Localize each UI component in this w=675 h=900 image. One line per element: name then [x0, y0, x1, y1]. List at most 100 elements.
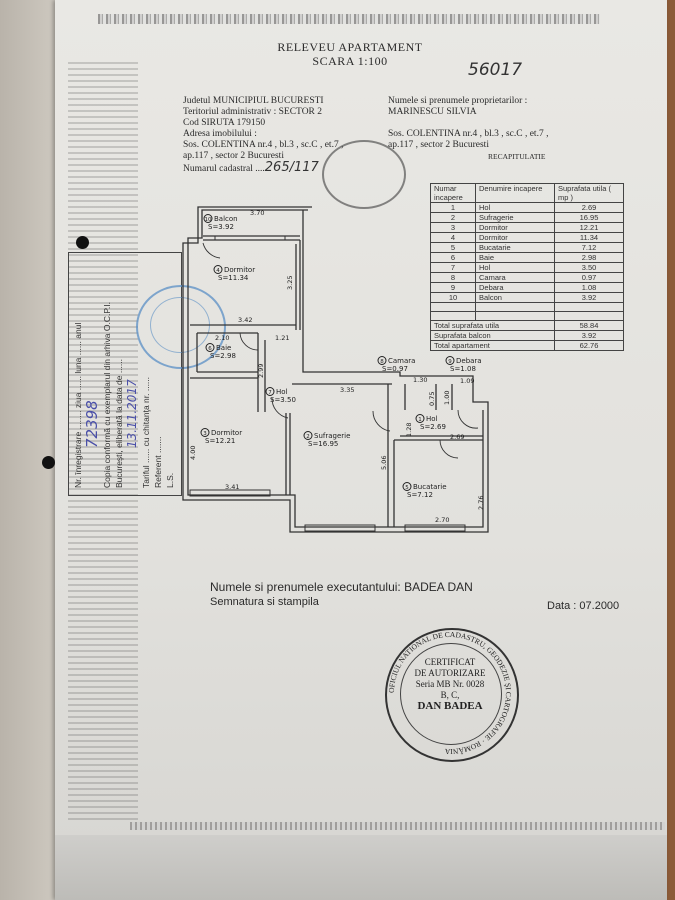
punch-hole — [76, 236, 89, 249]
page-bottom-shadow — [55, 835, 667, 900]
room-name: Baie — [216, 344, 231, 352]
adresa-label: Adresa imobilului : — [183, 129, 257, 139]
total-value: 62.76 — [554, 340, 624, 351]
room-area: S=2.98 — [210, 352, 236, 360]
adresa-line: ap.117 , sector 2 Bucuresti — [183, 151, 284, 161]
room-name: Dormitor — [211, 429, 242, 437]
room-number-circle — [415, 414, 425, 423]
room-area: S=1.08 — [450, 365, 476, 373]
room-name: Hol — [276, 388, 288, 396]
seal-ring: OFICIUL NATIONAL DE CADASTRU, GEODEZIE Ş… — [387, 630, 513, 756]
dimension: 2.99 — [257, 364, 265, 378]
dimension: 2.76 — [477, 496, 485, 510]
siruta-text: Cod SIRUTA 179150 — [183, 118, 266, 128]
room-area: S=0.97 — [382, 365, 408, 373]
door-arc — [372, 410, 391, 432]
seal-text: CERTIFICAT DE AUTORIZARE Seria MB Nr. 00… — [390, 657, 510, 712]
dimension: 3.41 — [225, 483, 239, 491]
doors — [202, 242, 479, 459]
info-right: Numele si prenumele proprietarilor : MAR… — [388, 96, 548, 162]
room-name: Sufragerie — [314, 432, 350, 440]
dimension: 1.28 — [405, 423, 413, 437]
copy-noise-left — [68, 60, 138, 820]
room-area: S=12.21 — [205, 437, 235, 445]
room-area: S=3.50 — [270, 396, 296, 404]
header-cell: Numar incapere — [430, 183, 476, 203]
dimension: 4.00 — [189, 446, 197, 460]
outer-wall — [182, 206, 489, 533]
seal-line: CERTIFICAT — [424, 657, 476, 667]
window — [304, 524, 376, 532]
cadastral-value: 265/117 — [264, 160, 319, 175]
recap-table: Numar incapere Denumire incapere Suprafa… — [430, 183, 624, 351]
room-number: 5 — [405, 485, 409, 491]
dimension: 1.21 — [275, 334, 289, 342]
dimension: 5.06 — [380, 456, 388, 470]
room-number: 10 — [205, 217, 212, 223]
room-number: 8 — [380, 359, 384, 365]
punch-hole — [42, 456, 55, 469]
owners-label: Numele si prenumele proprietarilor : — [388, 96, 528, 106]
room-name: Balcon — [214, 215, 238, 223]
dimension: 1.30 — [413, 376, 427, 384]
room-area: S=7.12 — [407, 491, 433, 499]
room-name: Dormitor — [224, 266, 255, 274]
room-number: 6 — [208, 346, 212, 352]
room-number-circle — [200, 428, 210, 437]
date-text: Data : 07.2000 — [547, 600, 620, 612]
seal-line: B, C, — [440, 690, 460, 700]
room-number: 3 — [203, 431, 207, 437]
room-number: 9 — [448, 359, 452, 365]
room-number-circle — [265, 387, 275, 396]
window — [404, 524, 466, 532]
executant-text: Numele si prenumele executantului: BADEA… — [210, 580, 473, 594]
dimension: 3.25 — [286, 276, 294, 290]
seal-name: DAN BADEA — [417, 700, 483, 712]
adresa-line: Sos. COLENTINA nr.4 , bl.3 , sc.C , et.7… — [183, 140, 344, 150]
cadastral-label: Numarul cadastral .... — [183, 164, 265, 174]
dimension: 2.69 — [450, 433, 464, 441]
authorization-seal-inner — [400, 643, 502, 745]
room-area: S=3.92 — [208, 223, 234, 231]
dimension: 3.35 — [340, 386, 354, 394]
room-number: 2 — [306, 434, 310, 440]
dimension: 2.10 — [215, 334, 229, 342]
adresa-line: Sos. COLENTINA nr.4 , bl.3 , sc.C , et.7… — [388, 129, 549, 139]
room-number-circle — [445, 356, 455, 365]
window — [214, 235, 286, 241]
window — [189, 489, 271, 497]
copy-noise-top — [98, 14, 600, 24]
document-title: RELEVEU APARTAMENT SCARA 1:100 — [250, 40, 450, 68]
authorization-seal — [385, 628, 519, 762]
room-number-circle — [402, 482, 412, 491]
copy-noise-bottom — [130, 822, 665, 830]
room-number-circle — [205, 343, 215, 352]
room-area: S=16.95 — [308, 440, 338, 448]
windows — [189, 235, 466, 532]
ocpi-copy-stamp-box — [68, 252, 182, 496]
dimension: 1.00 — [443, 391, 451, 405]
seal-line: DE AUTORIZARE — [414, 668, 486, 678]
room-number-circle — [303, 431, 313, 440]
dimension: 0.75 — [428, 392, 436, 406]
dimension: 3.42 — [238, 316, 252, 324]
info-left: Judetul MUNICIPIUL BUCURESTI Teritoriul … — [183, 96, 343, 175]
blue-official-stamp — [136, 285, 226, 369]
door-arc — [271, 397, 289, 419]
dimensions: 3.70 3.42 3.25 2.10 1.21 2.99 4.00 3.41 … — [189, 209, 485, 524]
teritoriu-text: Teritoriul administrativ : SECTOR 2 — [183, 107, 323, 117]
door-arc — [202, 242, 221, 259]
inner-wall — [187, 209, 484, 528]
room-number-circle — [213, 265, 223, 274]
room-number: 1 — [418, 417, 422, 423]
recap-title: RECAPITULATIE — [488, 152, 546, 161]
dimension: 2.70 — [435, 516, 449, 524]
seal-ring-text: OFICIUL NATIONAL DE CADASTRU, GEODEZIE Ş… — [387, 630, 513, 756]
svg-text:OFICIUL NATIONAL DE CADASTRU,: OFICIUL NATIONAL DE CADASTRU, GEODEZIE Ş… — [387, 630, 513, 756]
room-number: 4 — [216, 268, 220, 274]
room-name: Debara — [456, 357, 482, 365]
room-number-circle — [203, 214, 213, 223]
owner-name: MARINESCU SILVIA — [388, 107, 477, 117]
